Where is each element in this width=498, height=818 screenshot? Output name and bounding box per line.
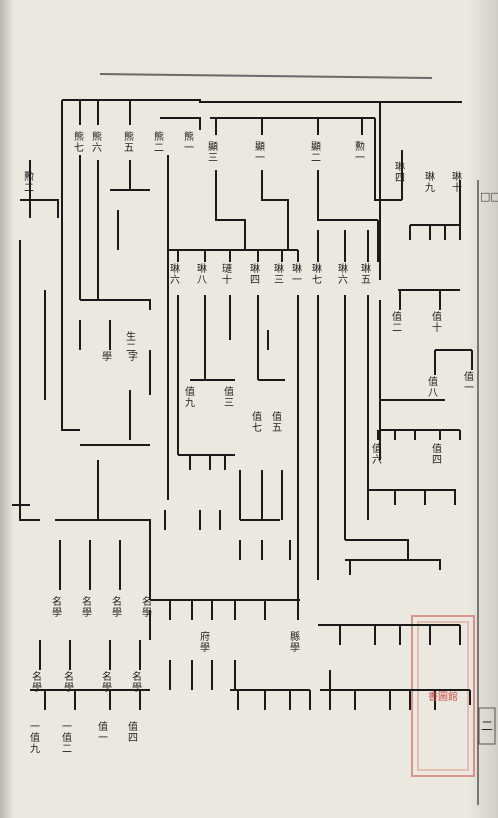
label-xun2: 勲二 <box>24 170 34 194</box>
label-gen4-1: 值三 <box>224 385 234 409</box>
label-gen3-3: 琳四 <box>250 263 260 286</box>
label-gen3-10: 琳九 <box>425 171 435 194</box>
label-gen4-6: 值八 <box>428 375 438 399</box>
label-gen6-0: 一值九 <box>30 722 40 755</box>
note-3: 府學 <box>200 630 210 654</box>
note-0: 生二 <box>126 330 136 354</box>
page-binding-shadow <box>0 0 14 818</box>
label-gen5-2: 名學 <box>112 595 122 619</box>
tree-connectors <box>12 99 473 710</box>
label-xiong6: 熊六 <box>92 130 102 154</box>
label-gen3-6: 琳七 <box>312 263 322 286</box>
label-xun1: 勲一 <box>355 140 365 164</box>
label-gen5-3: 名學 <box>142 595 152 619</box>
label-xiong5: 熊五 <box>124 130 134 154</box>
label-gen6-1: 一值二 <box>62 722 72 755</box>
label-gen3-0: 琳六 <box>170 263 180 286</box>
label-gen4-3: 值五 <box>272 410 282 434</box>
label-gen5-6: 名學 <box>102 670 112 694</box>
label-xiong7: 熊七 <box>74 130 84 154</box>
seal-text: 書圖館 <box>428 690 458 703</box>
label-xiong1: 熊一 <box>184 130 194 154</box>
label-gen5-1: 名學 <box>82 595 92 619</box>
edge-title: □□ <box>480 190 498 203</box>
label-gen3-7: 琳六 <box>338 263 348 286</box>
label-gen4-0: 值九 <box>185 385 195 409</box>
label-gen4-9: 值四 <box>432 442 442 466</box>
tree-labels: 熊七 熊六 熊五 熊二 熊一 顯三 顯一 顯二 勲一 勲二 琳六 琳八 璉十 琳… <box>24 130 498 755</box>
label-xian2: 顯二 <box>311 141 321 164</box>
label-gen3-5: 琳一 <box>292 263 302 286</box>
label-gen3-8: 琳五 <box>361 263 371 286</box>
label-gen3-1: 琳八 <box>197 263 207 286</box>
label-gen6-3: 值四 <box>128 720 138 744</box>
library-seal <box>411 615 475 777</box>
label-gen4-4: 值二 <box>392 310 402 334</box>
label-xian1: 顯一 <box>255 141 265 164</box>
label-gen5-7: 名學 <box>132 670 142 694</box>
label-gen5-5: 名學 <box>64 670 74 694</box>
label-gen4-7: 值一 <box>464 370 474 394</box>
label-gen3-2: 璉十 <box>222 262 232 286</box>
label-gen3-4: 琳三 <box>274 263 284 286</box>
label-gen5-4: 名學 <box>32 670 42 694</box>
label-gen4-5: 值十 <box>432 310 442 334</box>
note-4: 縣學 <box>290 631 300 654</box>
label-gen4-8: 值六 <box>372 442 382 466</box>
label-gen4-2: 值七 <box>252 410 262 434</box>
label-xiong2: 熊二 <box>154 130 164 154</box>
label-gen6-2: 值一 <box>98 720 108 744</box>
top-rule <box>99 73 433 79</box>
label-gen3-11: 琳十 <box>452 171 462 194</box>
page-number: 二 <box>481 719 493 733</box>
label-gen5-0: 名學 <box>52 595 62 619</box>
label-xian3: 顯三 <box>208 141 218 164</box>
edge-margin-box <box>477 180 496 805</box>
label-gen3-9: 琳四 <box>395 161 405 184</box>
note-1: 字 <box>128 350 138 363</box>
note-2: 學 <box>102 350 112 363</box>
